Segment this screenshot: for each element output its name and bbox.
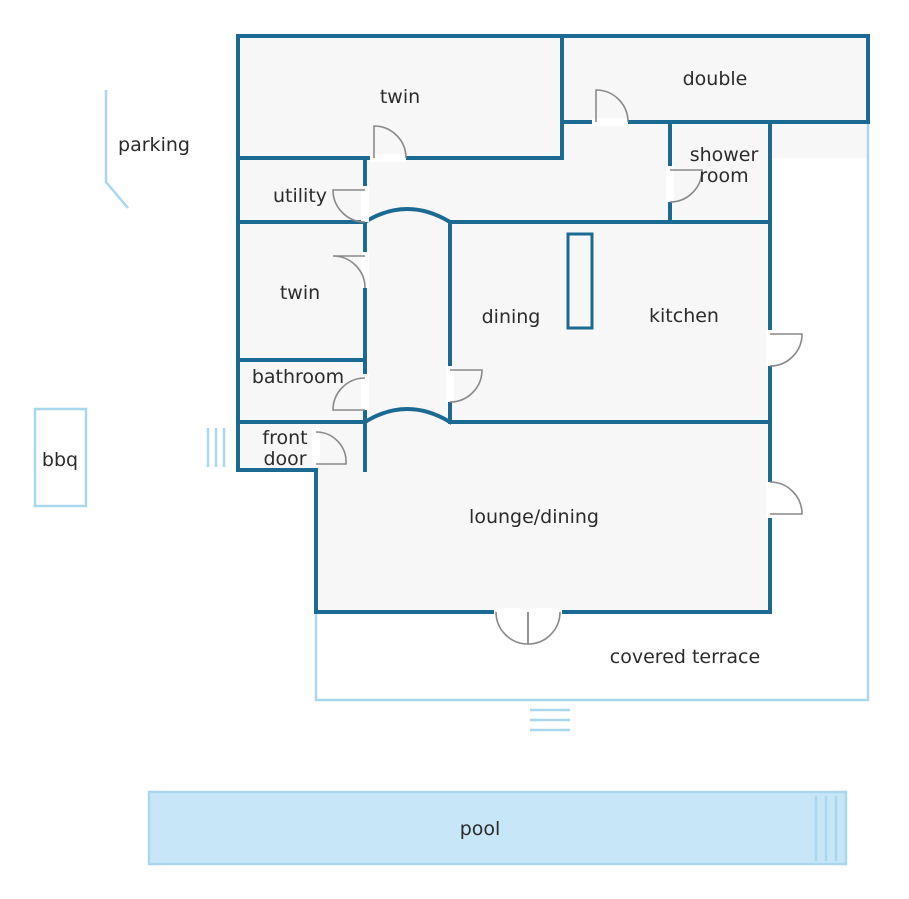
terrace-steps xyxy=(530,708,570,732)
label-pool: pool xyxy=(460,818,501,840)
walls xyxy=(236,34,870,614)
label-bbq: bbq xyxy=(42,449,78,471)
label-utility: utility xyxy=(273,185,327,207)
label-dining: dining xyxy=(482,306,541,328)
label-shower-line2: room xyxy=(699,165,748,187)
label-lounge: lounge/dining xyxy=(469,506,599,528)
label-twin-top: twin xyxy=(380,86,420,108)
label-parking: parking xyxy=(118,134,190,156)
pool-shape xyxy=(147,790,848,866)
pool-steps xyxy=(814,796,838,861)
label-twin-left: twin xyxy=(280,282,320,304)
parking-line xyxy=(104,90,129,209)
label-shower-line1: shower xyxy=(690,144,759,166)
label-terrace: covered terrace xyxy=(610,646,760,668)
label-bathroom: bathroom xyxy=(252,366,344,388)
terrace-outline xyxy=(314,122,870,702)
label-front-door-line1: front xyxy=(262,427,307,449)
entry-steps xyxy=(206,428,226,467)
doors xyxy=(312,89,803,645)
outdoor-outlines xyxy=(33,90,870,866)
label-kitchen: kitchen xyxy=(649,305,719,327)
bbq-box xyxy=(33,407,88,508)
floor-fills xyxy=(238,36,868,612)
room-labels: twin double parking shower room utility … xyxy=(42,68,760,840)
label-front-door-line2: door xyxy=(263,448,306,470)
label-double: double xyxy=(683,68,748,90)
